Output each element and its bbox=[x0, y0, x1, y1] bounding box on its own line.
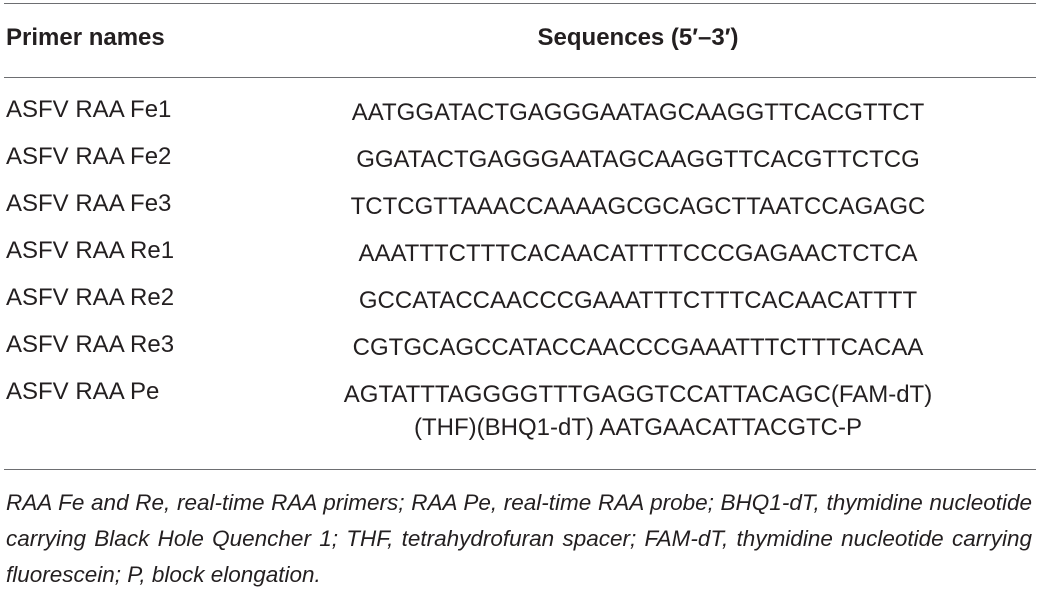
probe-sequence-line-1: AGTATTTAGGGGTTTGAGGTCCATTACAGC(FAM-dT) bbox=[343, 381, 933, 408]
table-row: ASFV RAA Fe2 GGATACTGAGGGAATAGCAAGGTTCAC… bbox=[0, 143, 1040, 190]
table-body: ASFV RAA Fe1 AATGGATACTGAGGGAATAGCAAGGTT… bbox=[0, 96, 1040, 458]
header-primer-names: Primer names bbox=[6, 24, 165, 51]
primer-name: ASFV RAA Re3 bbox=[6, 331, 175, 358]
table-footnote: RAA Fe and Re, real-time RAA primers; RA… bbox=[6, 490, 1032, 587]
table-row: ASFV RAA Re1 AAATTTCTTTCACAACATTTTCCCGAG… bbox=[0, 237, 1040, 284]
primer-name: ASFV RAA Re2 bbox=[6, 284, 175, 311]
primer-name: ASFV RAA Fe1 bbox=[6, 96, 172, 123]
table-header-rule bbox=[4, 77, 1036, 78]
primer-sequence: GGATACTGAGGGAATAGCAAGGTTCACGTTCTCG bbox=[356, 146, 920, 173]
primer-sequence: AAATTTCTTTCACAACATTTTCCCGAGAACTCTCA bbox=[358, 240, 918, 267]
header-sequences: Sequences (5′–3′) bbox=[537, 24, 739, 51]
table-row: ASFV RAA Pe AGTATTTAGGGGTTTGAGGTCCATTACA… bbox=[0, 378, 1040, 458]
primer-sequence: GCCATACCAACCCGAAATTTCTTTCACAACATTTT bbox=[358, 287, 918, 314]
primer-sequence: AGTATTTAGGGGTTTGAGGTCCATTACAGC(FAM-dT) (… bbox=[290, 378, 986, 444]
primer-name: ASFV RAA Fe3 bbox=[6, 190, 172, 217]
primer-name: ASFV RAA Fe2 bbox=[6, 143, 172, 170]
primer-name: ASFV RAA Re1 bbox=[6, 237, 175, 264]
table-top-rule bbox=[4, 3, 1036, 4]
table-row: ASFV RAA Fe1 AATGGATACTGAGGGAATAGCAAGGTT… bbox=[0, 96, 1040, 143]
primer-sequence: AATGGATACTGAGGGAATAGCAAGGTTCACGTTCT bbox=[351, 99, 925, 126]
table-row: ASFV RAA Fe3 TCTCGTTAAACCAAAAGCGCAGCTTAA… bbox=[0, 190, 1040, 237]
primer-sequence: TCTCGTTAAACCAAAAGCGCAGCTTAATCCAGAGC bbox=[350, 193, 926, 220]
probe-sequence-line-2: (THF)(BHQ1-dT) AATGAACATTACGTC-P bbox=[414, 414, 862, 441]
primer-sequence: CGTGCAGCCATACCAACCCGAAATTTCTTTCACAA bbox=[352, 334, 924, 361]
primer-name: ASFV RAA Pe bbox=[6, 378, 160, 405]
table-bottom-rule bbox=[4, 469, 1036, 470]
table-header-row: Primer names Sequences (5′–3′) bbox=[0, 24, 1040, 64]
table-row: ASFV RAA Re2 GCCATACCAACCCGAAATTTCTTTCAC… bbox=[0, 284, 1040, 331]
table-row: ASFV RAA Re3 CGTGCAGCCATACCAACCCGAAATTTC… bbox=[0, 331, 1040, 378]
